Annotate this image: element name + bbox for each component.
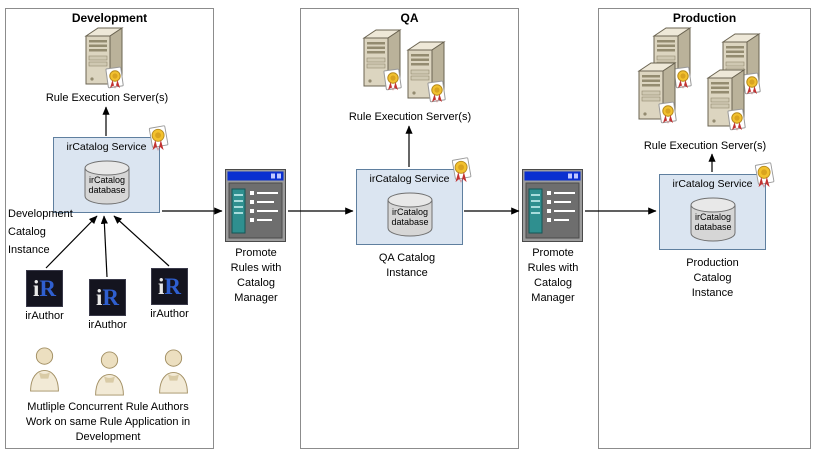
certificate-icon [450, 157, 474, 185]
qa-catalog-instance-label: QA Catalog Instance [378, 252, 436, 279]
dev-database-label: irCatalog database [88, 175, 126, 195]
qa-ircatalog-service-box: irCatalog Service irCatalog database [356, 169, 463, 245]
prod-ircatalog-service-box: irCatalog Service irCatalog database [659, 174, 766, 250]
promote-rules-label: Promote Rules with Catalog Manager [527, 247, 579, 304]
development-title: Development [71, 11, 148, 25]
rule-execution-server-icon [77, 25, 129, 91]
qa-ircatalog-database: irCatalog database [386, 191, 434, 237]
dev-ircatalog-service-box: irCatalog Service irCatalog database [53, 137, 160, 213]
prod-catalog-instance-label: Production Catalog Instance [686, 257, 739, 299]
dev-ircatalog-service-label: irCatalog Service [66, 141, 147, 153]
catalog-manager-console-icon [225, 169, 286, 242]
database-cylinder-icon [690, 197, 736, 242]
rule-execution-server-icon [630, 60, 682, 126]
catalog-manager-console-icon [522, 169, 583, 242]
prod-rule-server-label: Rule Execution Server(s) [643, 140, 767, 152]
production-title: Production [672, 11, 737, 25]
qa-rule-server-label: Rule Execution Server(s) [348, 111, 472, 123]
certificate-icon [147, 125, 171, 153]
ir-logo-r: R [164, 274, 181, 299]
qa-title: QA [400, 11, 419, 25]
rule-author-person-icon [157, 348, 190, 394]
database-cylinder-icon [387, 192, 433, 237]
dev-ircatalog-database: irCatalog database [83, 159, 131, 205]
rule-execution-server-icon [399, 39, 451, 105]
irauthor-label: irAuthor [25, 310, 64, 322]
ir-logo-i: i [32, 276, 40, 301]
prod-ircatalog-service-label: irCatalog Service [672, 178, 753, 190]
dev-catalog-instance-label: Development Catalog Instance [8, 208, 73, 256]
dev-authors-note: Mutliple Concurrent Rule Authors Work on… [25, 401, 191, 443]
qa-ircatalog-service-label: irCatalog Service [369, 173, 450, 185]
qa-database-label: irCatalog database [391, 207, 429, 227]
certificate-icon [753, 162, 777, 190]
irauthor-label: irAuthor [150, 308, 189, 320]
rule-author-person-icon [93, 350, 126, 396]
rule-author-person-icon [28, 346, 61, 392]
prod-database-label: irCatalog database [694, 212, 732, 232]
irauthor-label: irAuthor [88, 319, 127, 331]
dev-rule-server-label: Rule Execution Server(s) [45, 92, 169, 104]
prod-ircatalog-database: irCatalog database [689, 196, 737, 242]
ir-logo-r: R [102, 285, 119, 310]
promote-rules-label: Promote Rules with Catalog Manager [230, 247, 282, 304]
ir-logo-i: i [157, 274, 165, 299]
rule-execution-server-icon [699, 67, 751, 133]
ir-logo-i: i [95, 285, 103, 310]
ir-logo-r: R [39, 276, 56, 301]
database-cylinder-icon [84, 160, 130, 205]
